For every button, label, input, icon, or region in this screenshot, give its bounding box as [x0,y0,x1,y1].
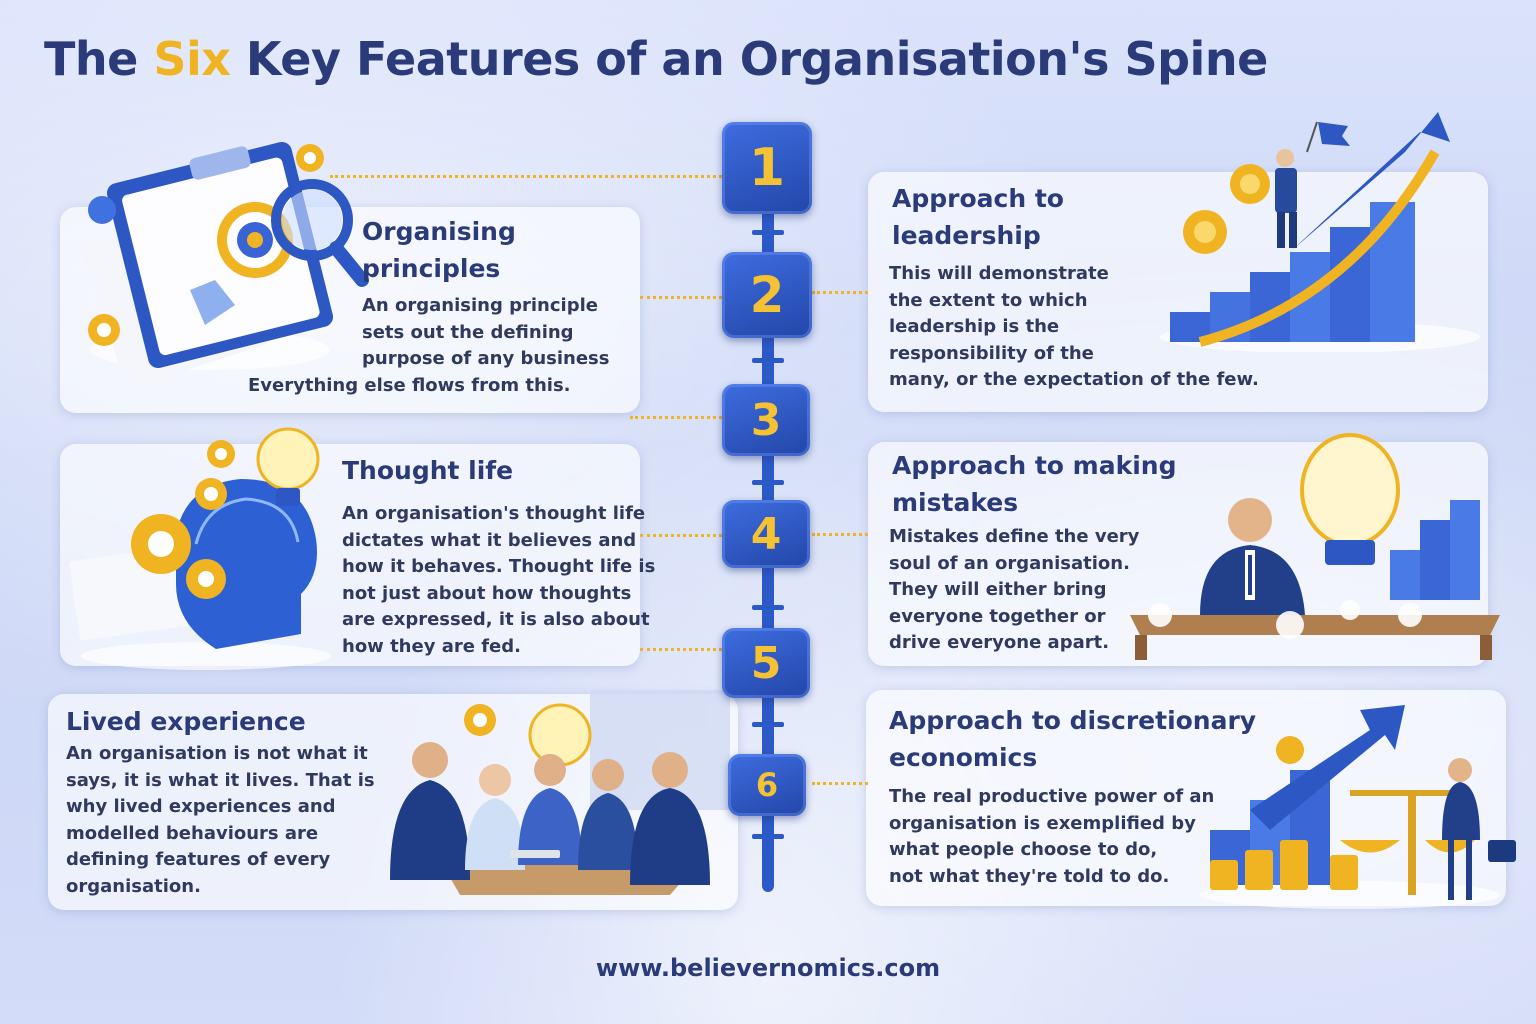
rising-bar-arrow-flag-icon [1160,112,1480,352]
connector-line [812,533,868,536]
footer-website-url: www.believernomics.com [595,954,941,982]
team-meeting-icon [390,690,730,895]
badge-number: 4 [750,508,782,560]
title-line: Approach to discretionary [889,706,1257,735]
badge-6: 6 [728,754,806,816]
text-line: modelled behaviours are [66,822,319,844]
title-line: leadership [892,221,1041,250]
badge-2: 2 [722,252,812,338]
spine-tick [752,722,784,727]
feature-description: An organisation is not what it says, it … [66,741,375,901]
badge-3: 3 [722,384,810,456]
badge-number: 3 [750,394,782,446]
text-line: not what they're told to do. [889,865,1170,887]
feature-description: An organisation's thought life dictates … [342,501,655,661]
title-line: Thought life [342,456,514,485]
feature-title: Approach to discretionary economics [889,702,1256,776]
title-line: Lived experience [66,707,306,736]
badge-number: 1 [748,138,786,198]
text-line: are expressed, it is also about [342,609,650,631]
title-line: principles [362,254,501,283]
feature-description: This will demonstrate the extent to whic… [889,261,1259,394]
connector-line [812,291,868,294]
title-line: Organising [362,217,516,246]
spine-tick [752,605,784,610]
text-line: Everything else flows from this. [248,375,571,396]
title-line: Approach to making [892,451,1177,480]
text-line: drive everyone apart. [889,632,1110,654]
spine-tick [752,834,784,839]
feature-title: Lived experience [66,703,306,740]
spine-tick [752,480,784,485]
text-line: many, or the expectation of the few. [889,369,1259,391]
text-line: how it behaves. Thought life is [342,556,656,578]
badge-4: 4 [722,500,810,568]
text-line: how they are fed. [342,635,521,657]
connector-line [330,175,722,178]
connector-line [812,782,868,785]
spine-tick [752,230,784,235]
text-line: organisation is exemplified by [889,812,1196,834]
text-line: This will demonstrate [889,263,1109,284]
badge-1: 1 [722,122,812,214]
badge-number: 5 [750,637,782,689]
feature-description: The real productive power of an organisa… [889,784,1214,890]
page-title: The Six Key Features of an Organisation'… [44,32,1268,86]
text-line: dictates what it believes and [342,529,637,551]
text-line: responsibility of the [889,342,1094,364]
text-line: organisation. [66,875,201,897]
title-suffix: Key Features of an Organisation's Spine [230,32,1268,86]
text-line: The real productive power of an [889,786,1215,807]
title-line: mistakes [892,488,1019,517]
text-line: An organisation is not what it [66,743,368,764]
title-accent: Six [153,32,231,86]
text-line: Mistakes define the very [889,526,1140,547]
text-line: not just about how thoughts [342,582,632,604]
text-line: why lived experiences and [66,796,336,818]
feature-title: Approach to leadership [892,180,1064,254]
stressed-person-desk-icon [1130,433,1500,660]
title-line: Approach to [892,184,1064,213]
text-line: purpose of any business [362,348,610,370]
feature-description: Mistakes define the very soul of an orga… [889,524,1139,657]
connector-line [640,296,722,299]
text-line: soul of an organisation. [889,552,1130,574]
head-gears-lightbulb-icon [69,427,331,670]
text-line: An organisation's thought life [342,503,646,524]
text-line: An organising principle [362,295,598,316]
text-line: the extent to which [889,289,1088,311]
text-line: says, it is what it lives. That is [66,769,375,791]
feature-title: Organising principles [362,213,516,287]
connector-line [640,648,722,651]
text-line: They will either bring [889,579,1107,601]
text-line: leadership is the [889,316,1060,338]
spine-tick [752,358,784,363]
feature-description-last-line: Everything else flows from this. [248,373,571,400]
feature-description: An organising principle sets out the def… [362,293,609,373]
text-line: sets out the defining [362,321,574,343]
text-line: everyone together or [889,605,1106,627]
text-line: what people choose to do, [889,839,1158,861]
feature-title: Approach to making mistakes [892,447,1176,521]
feature-title: Thought life [342,452,513,489]
badge-number: 6 [755,766,779,804]
title-line: economics [889,743,1038,772]
connector-line [630,416,722,419]
connector-line [640,534,722,537]
text-line: defining features of every [66,849,331,871]
scales-coins-arrow-icon [1200,705,1516,909]
title-prefix: The [44,32,154,86]
badge-number: 2 [749,266,785,324]
clipboard-target-icon [82,141,369,388]
badge-5: 5 [722,628,810,698]
